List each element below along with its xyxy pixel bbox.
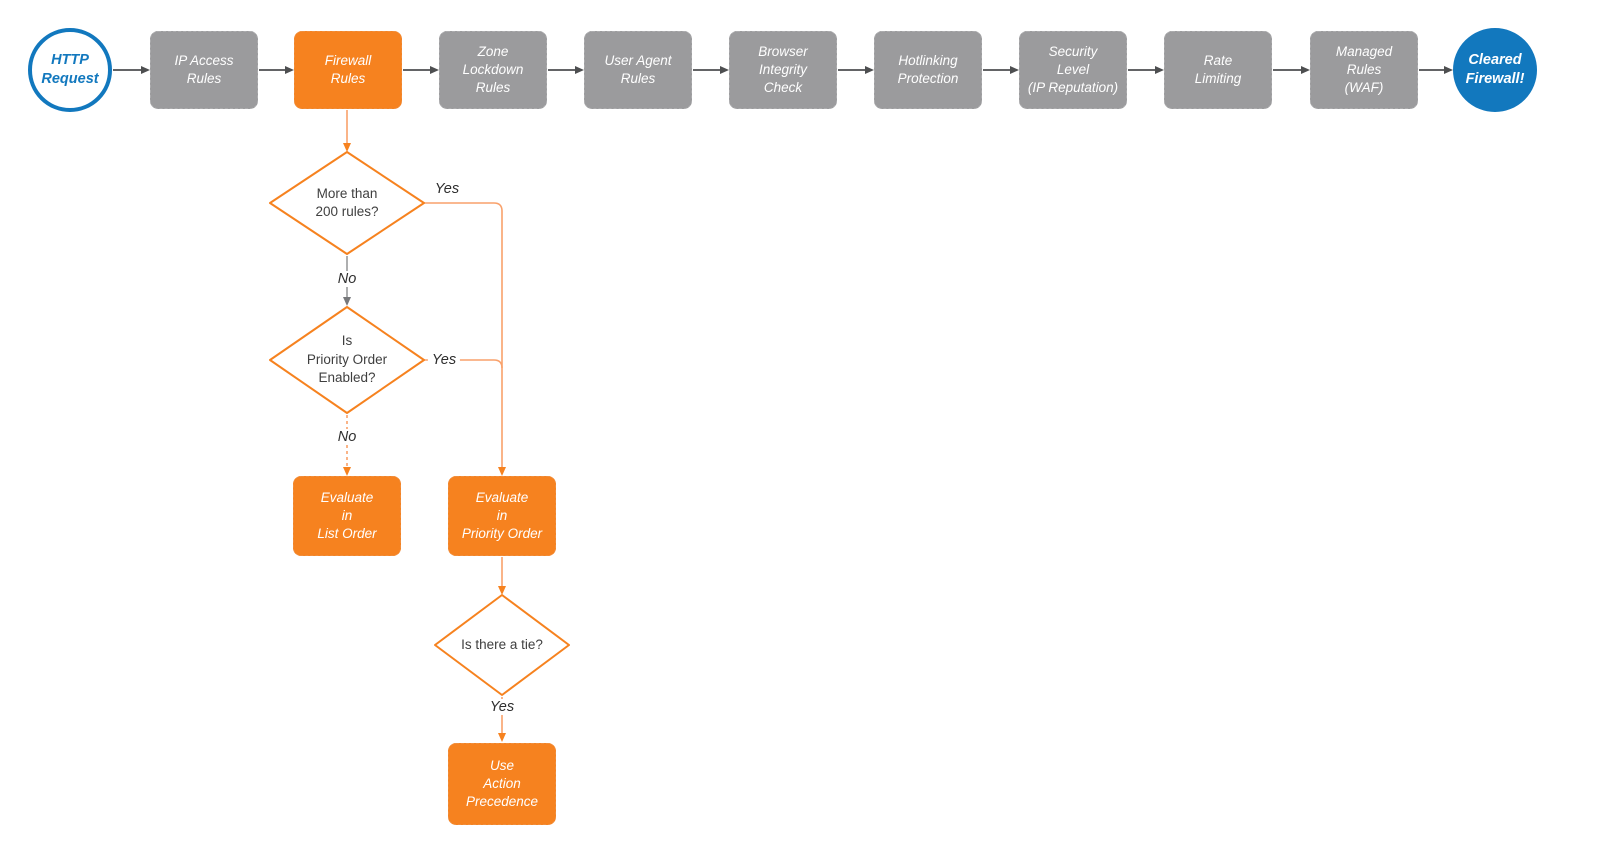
node-rate-limiting: Rate Limiting — [1164, 31, 1272, 109]
node-label: Use Action Precedence — [465, 758, 539, 809]
node-label: Security Level (IP Reputation) — [1027, 44, 1119, 95]
decision-label-more-than-200-rules: More than 200 rules? — [315, 185, 379, 220]
node-label: Managed Rules (WAF) — [1335, 44, 1393, 95]
edge-label-decision1-yes: Yes — [430, 181, 464, 197]
node-managed-rules-waf: Managed Rules (WAF) — [1310, 31, 1418, 109]
node-security-level-ip-reputation: Security Level (IP Reputation) — [1019, 31, 1127, 109]
node-label: User Agent Rules — [604, 53, 672, 86]
node-firewall-rules: Firewall Rules — [294, 31, 402, 109]
node-label: Rate Limiting — [1194, 53, 1242, 86]
node-ip-access-rules: IP Access Rules — [150, 31, 258, 109]
node-evaluate-in-list-order: Evaluate in List Order — [293, 476, 401, 556]
node-label: IP Access Rules — [174, 53, 234, 86]
node-http-request: HTTP Request — [28, 28, 112, 112]
node-evaluate-in-priority-order: Evaluate in Priority Order — [448, 476, 556, 556]
node-browser-integrity-check: Browser Integrity Check — [729, 31, 837, 109]
node-label: Browser Integrity Check — [758, 44, 808, 95]
node-zone-lockdown-rules: Zone Lockdown Rules — [439, 31, 547, 109]
node-label: HTTP Request — [41, 52, 99, 87]
node-label: Evaluate in Priority Order — [461, 490, 543, 541]
node-hotlinking-protection: Hotlinking Protection — [874, 31, 982, 109]
node-label: Evaluate in List Order — [317, 490, 377, 541]
node-cleared-firewall: Cleared Firewall! — [1453, 28, 1537, 112]
edge-label-decision3-yes: Yes — [485, 699, 519, 715]
decision-label-priority-order-enabled: Is Priority Order Enabled? — [306, 333, 388, 386]
edge-label-decision2-no: No — [333, 429, 361, 445]
connector-decision1-yes-to-priority-order — [424, 202, 506, 476]
decision-label-is-there-a-tie: Is there a tie? — [461, 636, 543, 652]
node-label: Hotlinking Protection — [897, 53, 959, 86]
node-user-agent-rules: User Agent Rules — [584, 31, 692, 109]
node-label: Zone Lockdown Rules — [462, 44, 524, 95]
node-use-action-precedence: Use Action Precedence — [448, 743, 556, 825]
edge-label-decision1-no: No — [333, 271, 361, 287]
node-label: Cleared Firewall! — [1465, 52, 1525, 87]
edge-label-decision2-yes: Yes — [427, 352, 461, 368]
node-label: Firewall Rules — [324, 53, 372, 86]
